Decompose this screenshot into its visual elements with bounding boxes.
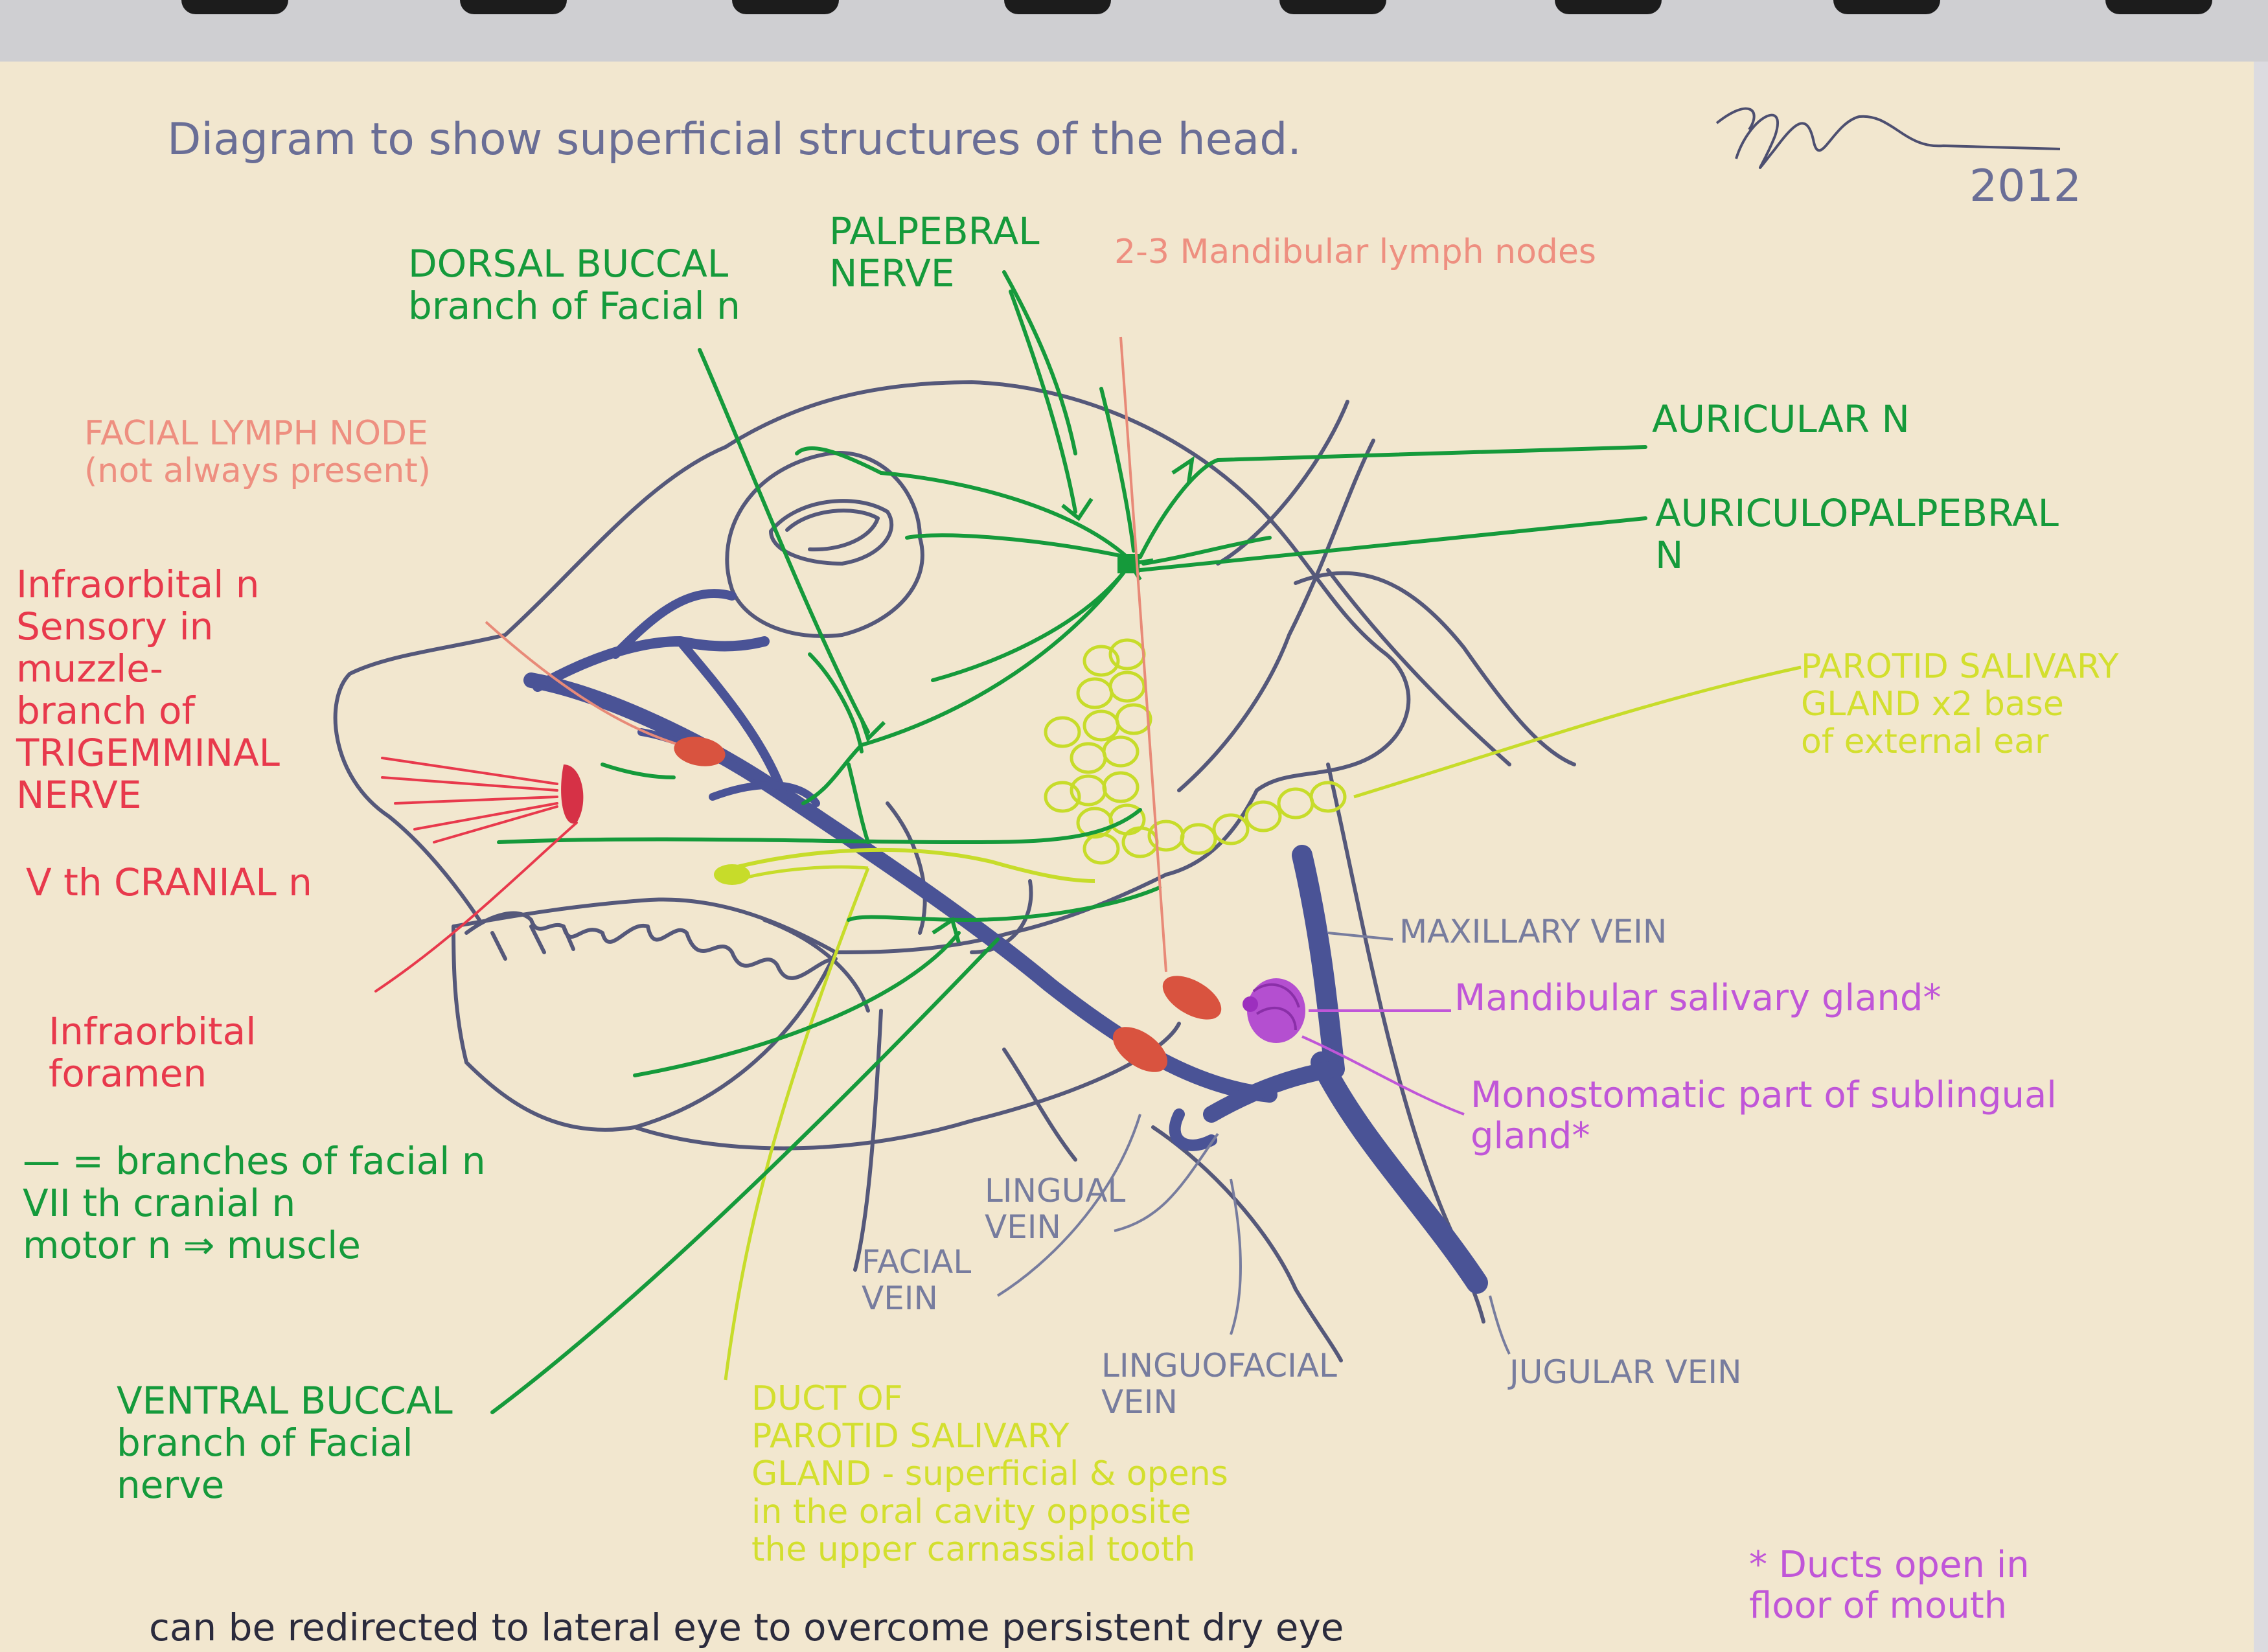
linguofacial-vein [1203,1061,1343,1123]
lingual-vein [1169,1108,1217,1151]
parotid-duct [731,847,1095,883]
parotid-duct-opening [714,864,750,885]
signature [1735,113,2061,169]
label-mandibular-lymph: 2-3 Mandibular lymph nodes [1114,233,1597,271]
label-monostomatic: Monostomatic part of sublingual gland* [1471,1074,2057,1157]
auricular-nerve [1138,445,1647,559]
mandibular-lymph-node [1112,1027,1168,1072]
parotid-gland [1044,638,1347,865]
label-linguofacial-vein: LINGUOFACIAL VEIN [1101,1347,1337,1421]
label-mandibular-gland: Mandibular salivary gland* [1454,977,1942,1019]
binder-ring [1555,0,1662,14]
infraorbital-vein [533,636,770,692]
eye [769,499,894,566]
binder-ring [732,0,839,14]
mandibular-salivary-gland [1243,978,1305,1043]
mandibular-lymph-node [1162,976,1222,1020]
label-parotid-duct: DUCT OF PAROTID SALIVARY GLAND - superfi… [751,1379,1228,1569]
footnote-ducts: * Ducts open in floor of mouth [1749,1544,2030,1627]
label-auriculopalpebral: AURICULOPALPEBRAL N [1655,491,2059,577]
auriculopalpebral-nerve [905,533,1129,559]
label-infraorbital-nerve: Infraorbital n Sensory in muzzle- branch… [16,562,280,817]
label-palpebral-nerve: PALPEBRAL NERVE [829,209,1040,295]
ear-outline [1177,439,1375,792]
label-facial-vein: FACIAL VEIN [862,1243,972,1317]
binder-ring [1279,0,1386,14]
label-dorsal-buccal: DORSAL BUCCAL branch of Facial n [408,242,740,328]
year: 2012 [1969,161,2082,212]
label-auricular-nerve: AURICULAR N [1652,397,1910,441]
head-outline [724,380,1411,954]
label-maxillary-vein: MAXILLARY VEIN [1399,913,1667,950]
binder-ring [460,0,567,14]
tongue-line [762,918,870,1013]
neck-line [1326,763,1485,1324]
jaw-outline [452,897,838,1132]
diagram-title: Diagram to show superficial structures o… [167,114,1301,165]
palpebral-nerve-arrow [1009,290,1077,514]
label-lingual-vein: LINGUAL VEIN [985,1172,1126,1246]
infraorbital-nerve-fan [381,757,558,843]
maxillary-vein [1292,845,1345,1079]
legend-facial-branches: — = branches of facial n VII th cranial … [23,1139,486,1267]
binder-ring [181,0,288,14]
facial-lymph-node [674,737,726,766]
orbit-outline [725,451,924,638]
jaw-inner [633,1022,1181,1151]
label-infraorbital-foramen: Infraorbital foramen [49,1009,257,1096]
jugular-vein [1311,1051,1488,1294]
teeth [464,911,838,980]
binder-ring [1004,0,1111,14]
label-parotid-gland: PAROTID SALIVARY GLAND x2 base of extern… [1801,647,2119,762]
bottom-note: can be redirected to lateral eye to over… [149,1605,1344,1649]
ventral-buccal-nerve [497,808,1142,845]
infraorbital-foramen [561,764,584,824]
label-jugular-vein: JUGULAR VEIN [1509,1353,1742,1391]
scan-edge [2254,62,2268,1652]
label-vth-cranial: V th CRANIAL n [26,860,312,904]
label-ventral-buccal: VENTRAL BUCCAL branch of Facial nerve [117,1379,453,1507]
lymph-line [1119,336,1167,972]
binder-ring [1833,0,1940,14]
muzzle-outline [333,445,727,922]
binder-strip [0,0,2268,62]
binder-ring [2105,0,2212,14]
label-facial-lymph-node: FACIAL LYMPH NODE (not always present) [84,414,431,491]
